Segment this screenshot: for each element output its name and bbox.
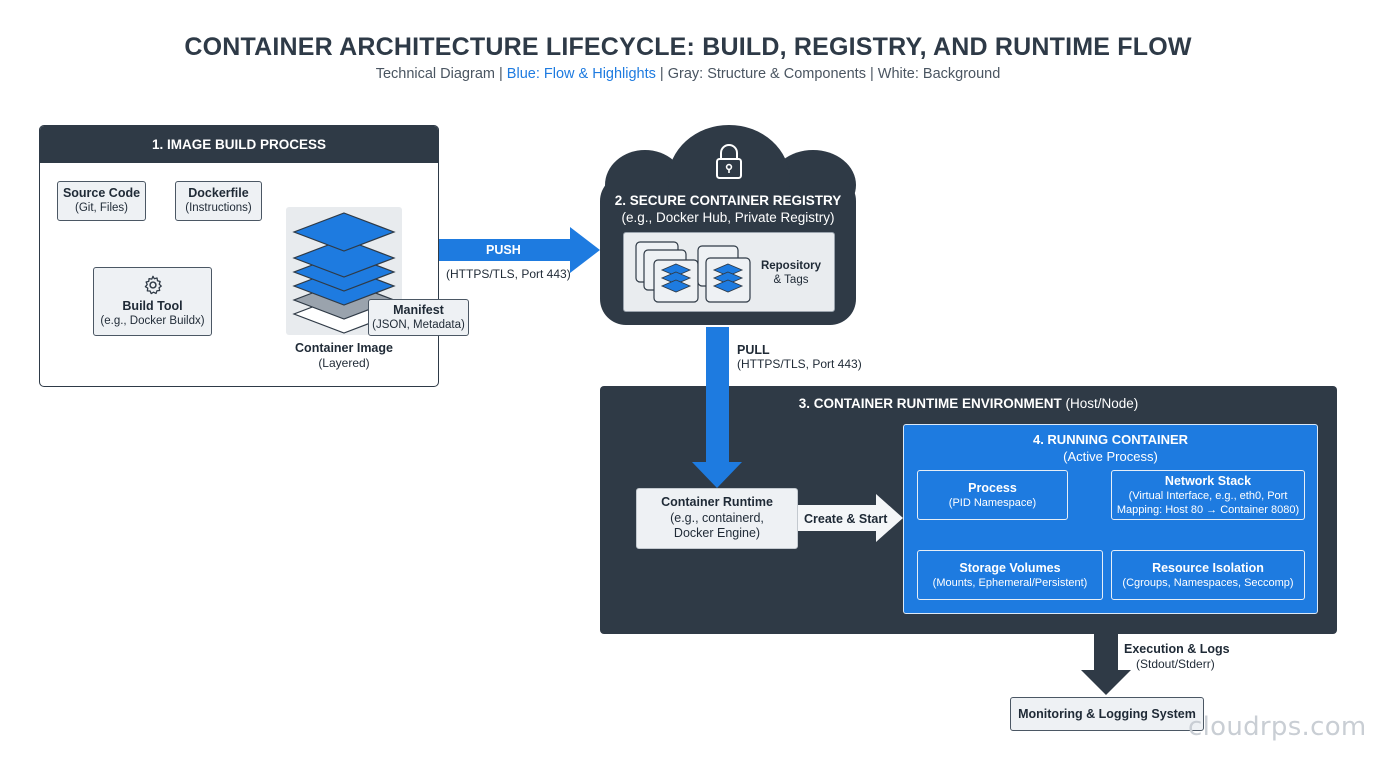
manifest-label: Manifest <box>393 302 444 317</box>
gear-icon <box>144 275 162 295</box>
running-container-title: 4. RUNNING CONTAINER <box>1032 432 1189 447</box>
network-stack-sub2: Mapping: Host 80 → Container 8080) <box>1116 504 1300 516</box>
container-image-sub: (Layered) <box>318 356 370 370</box>
process-label: Process <box>968 481 1017 495</box>
lock-icon <box>716 144 742 179</box>
dockerfile-label: Dockerfile <box>188 186 249 200</box>
pull-label: PULL <box>737 343 770 357</box>
runtime-environment-title-main: 3. CONTAINER RUNTIME ENVIRONMENT <box>798 396 1062 411</box>
create-start-label: Create & Start <box>804 512 888 526</box>
manifest-box: Manifest (JSON, Metadata) <box>368 299 469 336</box>
subtitle-part2: | Gray: Structure & Components | White: … <box>655 66 1001 82</box>
subtitle-blue: Blue: Flow & Highlights <box>506 66 656 82</box>
manifest-sub: (JSON, Metadata) <box>372 318 465 331</box>
resource-isolation-sub: (Cgroups, Namespaces, Seccomp) <box>1122 577 1294 589</box>
network-stack-label: Network Stack <box>1164 474 1252 488</box>
monitoring-logging-box: Monitoring & Logging System <box>1010 697 1204 731</box>
container-runtime-sub1: (e.g., containerd, <box>670 510 764 525</box>
resource-isolation-label: Resource Isolation <box>1152 561 1264 575</box>
network-stack-sub1: (Virtual Interface, e.g., eth0, Port <box>1128 490 1288 502</box>
runtime-environment-title: 3. CONTAINER RUNTIME ENVIRONMENT (Host/N… <box>600 396 1337 411</box>
diagram-title: CONTAINER ARCHITECTURE LIFECYCLE: BUILD,… <box>184 33 1192 61</box>
running-container-header: 4. RUNNING CONTAINER (Active Process) <box>903 431 1318 465</box>
registry-title: 2. SECURE CONTAINER REGISTRY <box>614 193 842 208</box>
storage-volumes-label: Storage Volumes <box>959 561 1061 575</box>
repository-label: Repository & Tags <box>755 259 827 287</box>
running-container-sub: (Active Process) <box>1063 449 1158 464</box>
container-runtime-sub2: Docker Engine) <box>673 526 761 541</box>
repository-text: Repository <box>760 260 822 272</box>
storage-volumes-box: Storage Volumes (Mounts, Ephemeral/Persi… <box>917 550 1103 600</box>
build-tool-box: Build Tool (e.g., Docker Buildx) <box>93 267 212 336</box>
container-image-label: Container Image <box>295 341 393 355</box>
push-label: PUSH <box>486 243 521 257</box>
exec-logs-arrow <box>1081 614 1131 695</box>
process-box: Process (PID Namespace) <box>917 470 1068 520</box>
resource-isolation-box: Resource Isolation (Cgroups, Namespaces,… <box>1111 550 1305 600</box>
execution-logs-label: Execution & Logs <box>1124 642 1230 656</box>
build-tool-sub: (e.g., Docker Buildx) <box>100 315 205 327</box>
subtitle-part1: Technical Diagram | <box>375 66 507 82</box>
push-arrow <box>402 227 600 273</box>
container-runtime-box: Container Runtime (e.g., containerd, Doc… <box>636 488 798 549</box>
push-sub: (HTTPS/TLS, Port 443) <box>446 267 571 281</box>
container-runtime-label: Container Runtime <box>661 495 773 510</box>
storage-volumes-sub: (Mounts, Ephemeral/Persistent) <box>932 577 1088 589</box>
process-sub: (PID Namespace) <box>948 497 1037 509</box>
runtime-environment-title-suffix: (Host/Node) <box>1061 396 1139 411</box>
repository-images-icon <box>635 241 751 303</box>
source-code-label: Source Code <box>62 186 141 200</box>
container-image-caption: Container Image (Layered) <box>280 341 408 371</box>
monitoring-logging-label: Monitoring & Logging System <box>1018 706 1196 721</box>
repository-tags-text: & Tags <box>773 274 809 286</box>
registry-sub: (e.g., Docker Hub, Private Registry) <box>621 210 835 225</box>
image-build-header: 1. IMAGE BUILD PROCESS <box>40 126 438 163</box>
source-code-box: Source Code (Git, Files) <box>57 181 146 221</box>
diagram-subtitle: Technical Diagram | Blue: Flow & Highlig… <box>0 66 1376 82</box>
watermark: cloudrps.com <box>1188 712 1367 742</box>
network-stack-box: Network Stack (Virtual Interface, e.g., … <box>1111 470 1305 520</box>
registry-cloud-dome <box>668 125 790 235</box>
dockerfile-sub: (Instructions) <box>185 202 252 214</box>
build-tool-label: Build Tool <box>122 299 183 313</box>
pull-sub: (HTTPS/TLS, Port 443) <box>737 357 862 371</box>
execution-logs-sub: (Stdout/Stderr) <box>1136 657 1215 671</box>
dockerfile-box: Dockerfile (Instructions) <box>175 181 262 221</box>
source-code-sub: (Git, Files) <box>74 202 129 214</box>
